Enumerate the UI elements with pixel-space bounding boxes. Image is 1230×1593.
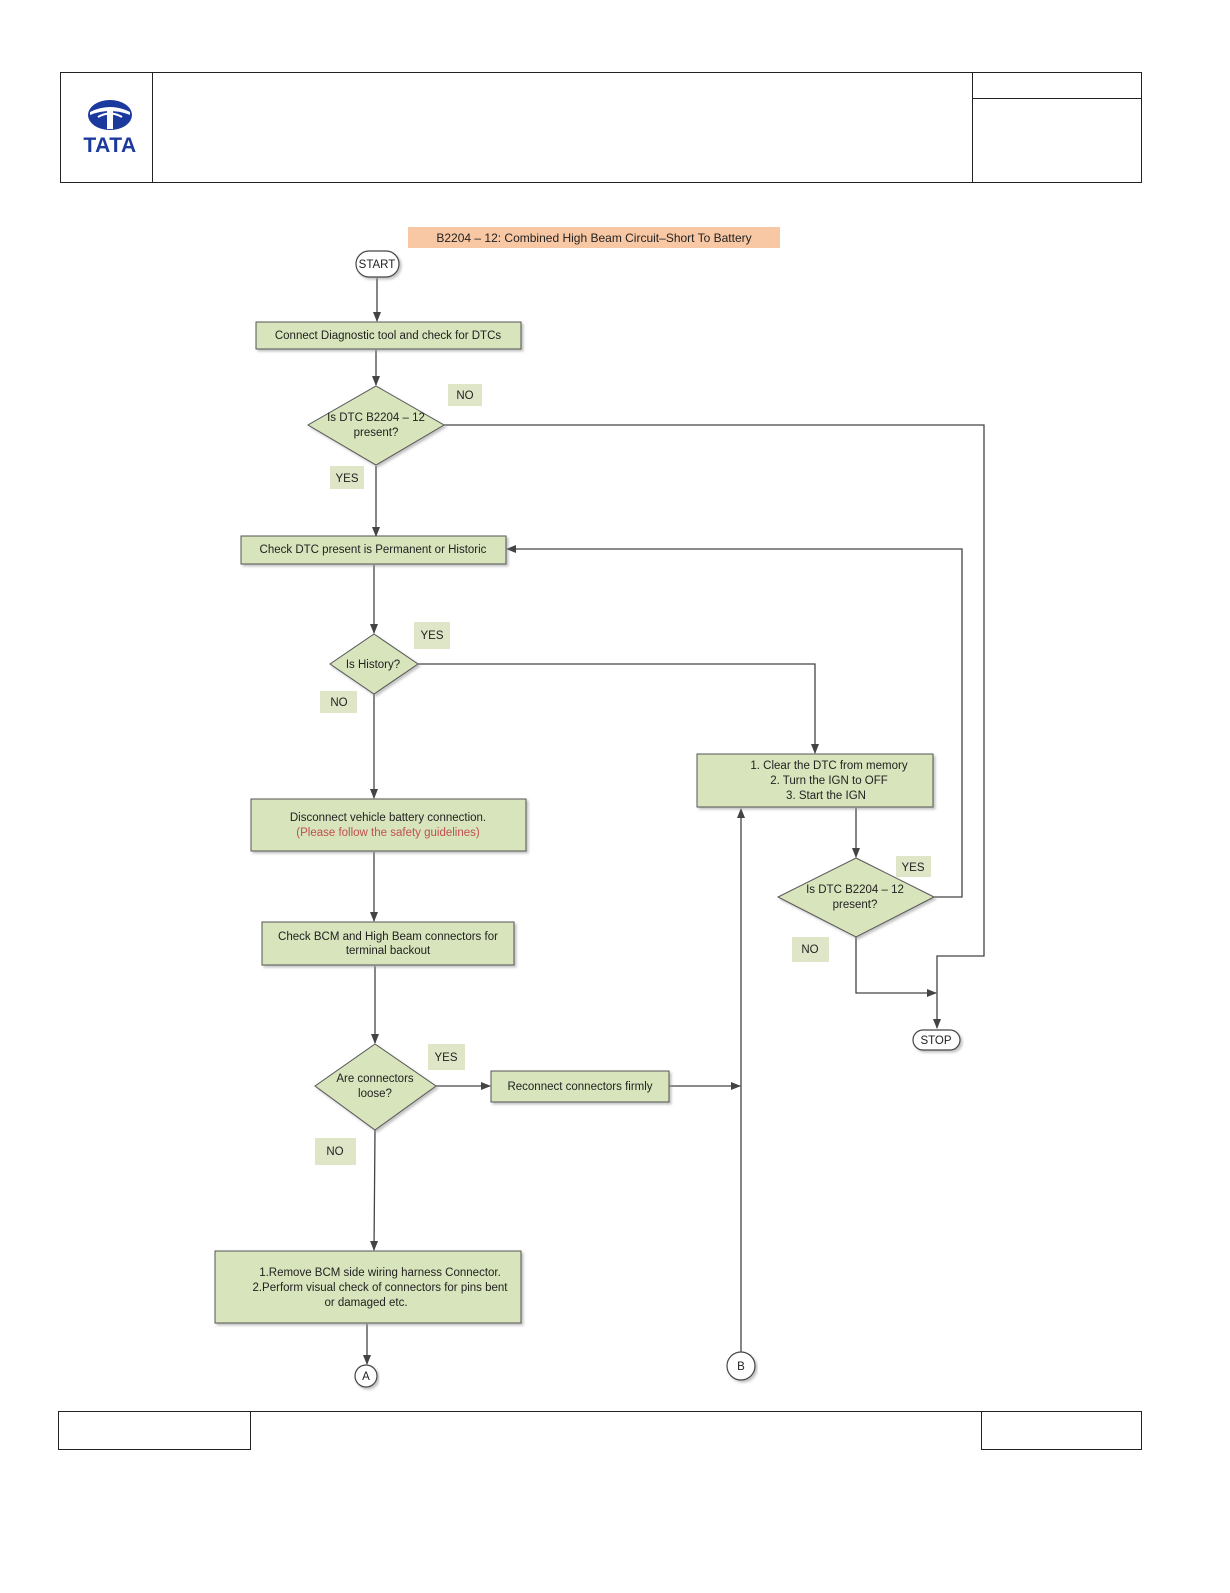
- line-decision4-yes-loop: [506, 545, 963, 898]
- decision-dtc-present: [307, 385, 445, 466]
- decision-loose: [314, 1043, 437, 1131]
- flowchart-title-box: [408, 227, 780, 248]
- line-decision4-no-to-stop: [855, 937, 937, 997]
- flow-lines: [363, 278, 985, 1365]
- connector-a-label: A: [362, 1371, 370, 1383]
- step-clear-box: [696, 753, 934, 808]
- start-terminal: [355, 250, 400, 278]
- label-yes-2: YES: [420, 630, 443, 642]
- footer-rule: [250, 1411, 982, 1412]
- step-check-permanent-box: [240, 535, 507, 565]
- header-logo-cell: [60, 72, 153, 183]
- label-yes-4-box: [896, 856, 931, 877]
- step-remove-line2: 2.Perform visual check of connectors for…: [252, 1282, 508, 1294]
- label-yes-4: YES: [901, 862, 924, 874]
- label-no-3-box: [315, 1138, 356, 1165]
- label-yes-1-box: [330, 466, 364, 489]
- start-label: START: [359, 259, 396, 271]
- decision-loose-line1: Are connectors: [336, 1073, 414, 1085]
- tata-logo-text: TATA: [83, 134, 136, 157]
- step-check-backout-box: [261, 921, 515, 966]
- decision-dtc-present-line2: present?: [354, 427, 399, 439]
- step-check-permanent: Check DTC present is Permanent or Histor…: [260, 544, 487, 556]
- step-connect-tool-box: [255, 321, 522, 350]
- decision-dtc-present-line1: Is DTC B2204 – 12: [327, 412, 425, 424]
- step-remove-line3: or damaged etc.: [324, 1297, 407, 1309]
- step-clear-line2: 2. Turn the IGN to OFF: [770, 775, 888, 787]
- step-reconnect: Reconnect connectors firmly: [507, 1081, 652, 1093]
- decision-dtc-again-line1: Is DTC B2204 – 12: [806, 884, 904, 896]
- footer-right-cell: [981, 1411, 1142, 1450]
- header-right-top-cell: [972, 72, 1142, 99]
- label-no-1: NO: [456, 390, 473, 402]
- decision-history-text: Is History?: [346, 659, 400, 671]
- line-decision1-no-to-stop: [444, 424, 985, 1029]
- decision-history: [329, 633, 419, 695]
- label-no-2: NO: [330, 697, 347, 709]
- footer-left-cell: [58, 1411, 251, 1450]
- stop-terminal: [912, 1029, 961, 1051]
- decision-loose-line2: loose?: [358, 1088, 392, 1100]
- connector-b-label: B: [737, 1361, 745, 1373]
- label-no-1-box: [448, 384, 482, 406]
- step-remove-box: [214, 1250, 522, 1324]
- label-no-4-box: [792, 937, 829, 962]
- decision-dtc-again: [776, 857, 936, 938]
- tata-logo: TATA: [83, 100, 136, 157]
- label-yes-3-box: [428, 1044, 465, 1070]
- label-yes-1: YES: [335, 473, 358, 485]
- connector-b: [726, 1351, 756, 1381]
- label-no-3: NO: [326, 1146, 343, 1158]
- step-clear-line3: 3. Start the IGN: [786, 790, 866, 802]
- label-no-4: NO: [801, 944, 818, 956]
- tata-emblem-icon: [88, 100, 132, 130]
- step-check-backout-line1: Check BCM and High Beam connectors for: [278, 931, 498, 943]
- line-loose-no-to-remove: [370, 1129, 379, 1251]
- flowchart-title: B2204 – 12: Combined High Beam Circuit–S…: [436, 231, 751, 245]
- label-no-2-box: [320, 691, 357, 713]
- decision-dtc-again-line2: present?: [833, 899, 878, 911]
- label-yes-2-box: [414, 622, 450, 649]
- label-yes-3: YES: [434, 1052, 457, 1064]
- line-history-yes-to-clear: [418, 663, 819, 754]
- step-disconnect-box: [250, 798, 527, 852]
- step-remove-line1: 1.Remove BCM side wiring harness Connect…: [259, 1267, 501, 1279]
- connector-a: [354, 1364, 378, 1388]
- step-connect-tool: Connect Diagnostic tool and check for DT…: [275, 330, 502, 342]
- stop-label: STOP: [920, 1035, 951, 1047]
- step-safety-note: (Please follow the safety guidelines): [296, 827, 480, 839]
- step-disconnect: Disconnect vehicle battery connection.: [290, 812, 486, 824]
- step-reconnect-box: [490, 1070, 670, 1103]
- step-check-backout-line2: terminal backout: [346, 945, 431, 957]
- step-clear-line1: 1. Clear the DTC from memory: [750, 760, 907, 772]
